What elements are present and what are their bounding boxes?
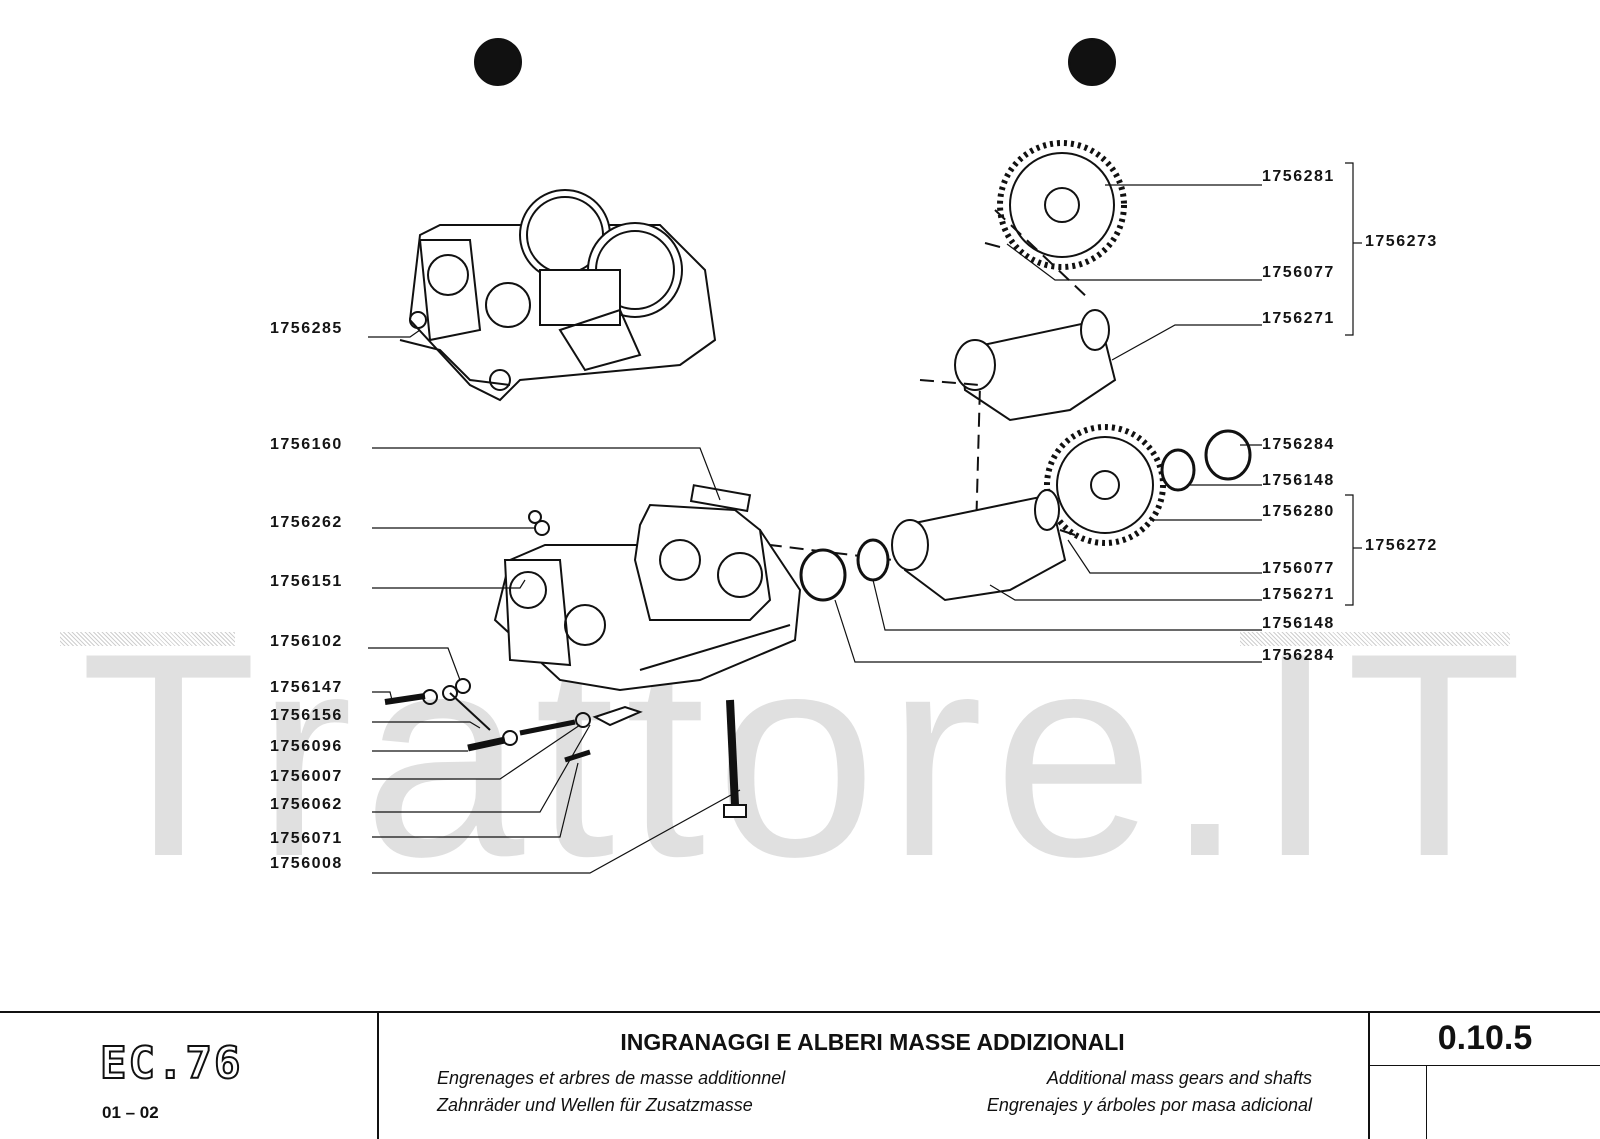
callout-1756077-pin-lower: 1756077 [1262,560,1335,577]
callout-1756148-ring-upper: 1756148 [1262,472,1335,489]
callout-1756280-gear-lower: 1756280 [1262,503,1335,520]
callout-1756147: 1756147 [270,679,343,696]
punch-hole-left [474,38,522,86]
title-block-divider-left [377,1013,379,1139]
upper-shaft-assembly [769,140,1127,572]
callout-1756156: 1756156 [270,707,343,724]
title-block [0,1011,1600,1139]
lower-shaft-assembly [799,424,1252,602]
subtitle-spanish: Engrenajes y árboles por masa adicional [986,1095,1312,1115]
subtitle-german: Zahnräder und Wellen für Zusatzmasse [437,1095,753,1115]
callout-1756062: 1756062 [270,796,343,813]
callout-1756271-shaft-upper: 1756271 [1262,310,1335,327]
callout-1756285-complete-unit: 1756285 [270,320,343,337]
punch-hole-right [1068,38,1116,86]
callout-1756284-seal-lower: 1756284 [1262,647,1335,664]
callout-1756273-upper-assembly: 1756273 [1365,233,1438,250]
parts-diagram [368,38,1362,874]
page-code: 0.10.5 [1437,1019,1533,1057]
assembled-unit [399,189,717,402]
callout-1756102: 1756102 [270,633,343,650]
callout-1756271-shaft-lower: 1756271 [1262,586,1335,603]
callout-1756160-plate: 1756160 [270,436,343,453]
callout-1756281-gear-upper: 1756281 [1262,168,1335,185]
subtitle-french: Engrenages et arbres de masse additionne… [437,1068,786,1088]
gearbox-housing [493,484,802,692]
callout-1756071: 1756071 [270,830,343,847]
callout-1756148-ring-lower: 1756148 [1262,615,1335,632]
title-block-page-rule [1368,1065,1600,1066]
callout-1756007: 1756007 [270,768,343,785]
model-logo: EC.76 [99,1037,243,1090]
revision: 01 – 02 [102,1103,159,1122]
callout-1756284-seal-upper: 1756284 [1262,436,1335,453]
subtitle-english: Additional mass gears and shafts [1046,1068,1312,1088]
callout-1756096: 1756096 [270,738,343,755]
callout-1756272-lower-assembly: 1756272 [1365,537,1438,554]
title-block-divider-right [1368,1013,1370,1139]
title-block-page-divider [1426,1065,1427,1139]
watermark: Trattore.IT [80,593,1533,917]
page-title: INGRANAGGI E ALBERI MASSE ADDIZIONALI [620,1029,1125,1055]
watermark-hatch-left [60,632,235,646]
callout-1756262-plug: 1756262 [270,514,343,531]
fasteners [384,520,747,818]
callout-1756077-pin-upper: 1756077 [1262,264,1335,281]
leader-lines [368,162,1362,874]
title-block-top-rule [0,1011,1600,1013]
watermark-hatch-right [1240,632,1510,646]
callout-1756008: 1756008 [270,855,343,872]
callout-1756151-housing: 1756151 [270,573,343,590]
